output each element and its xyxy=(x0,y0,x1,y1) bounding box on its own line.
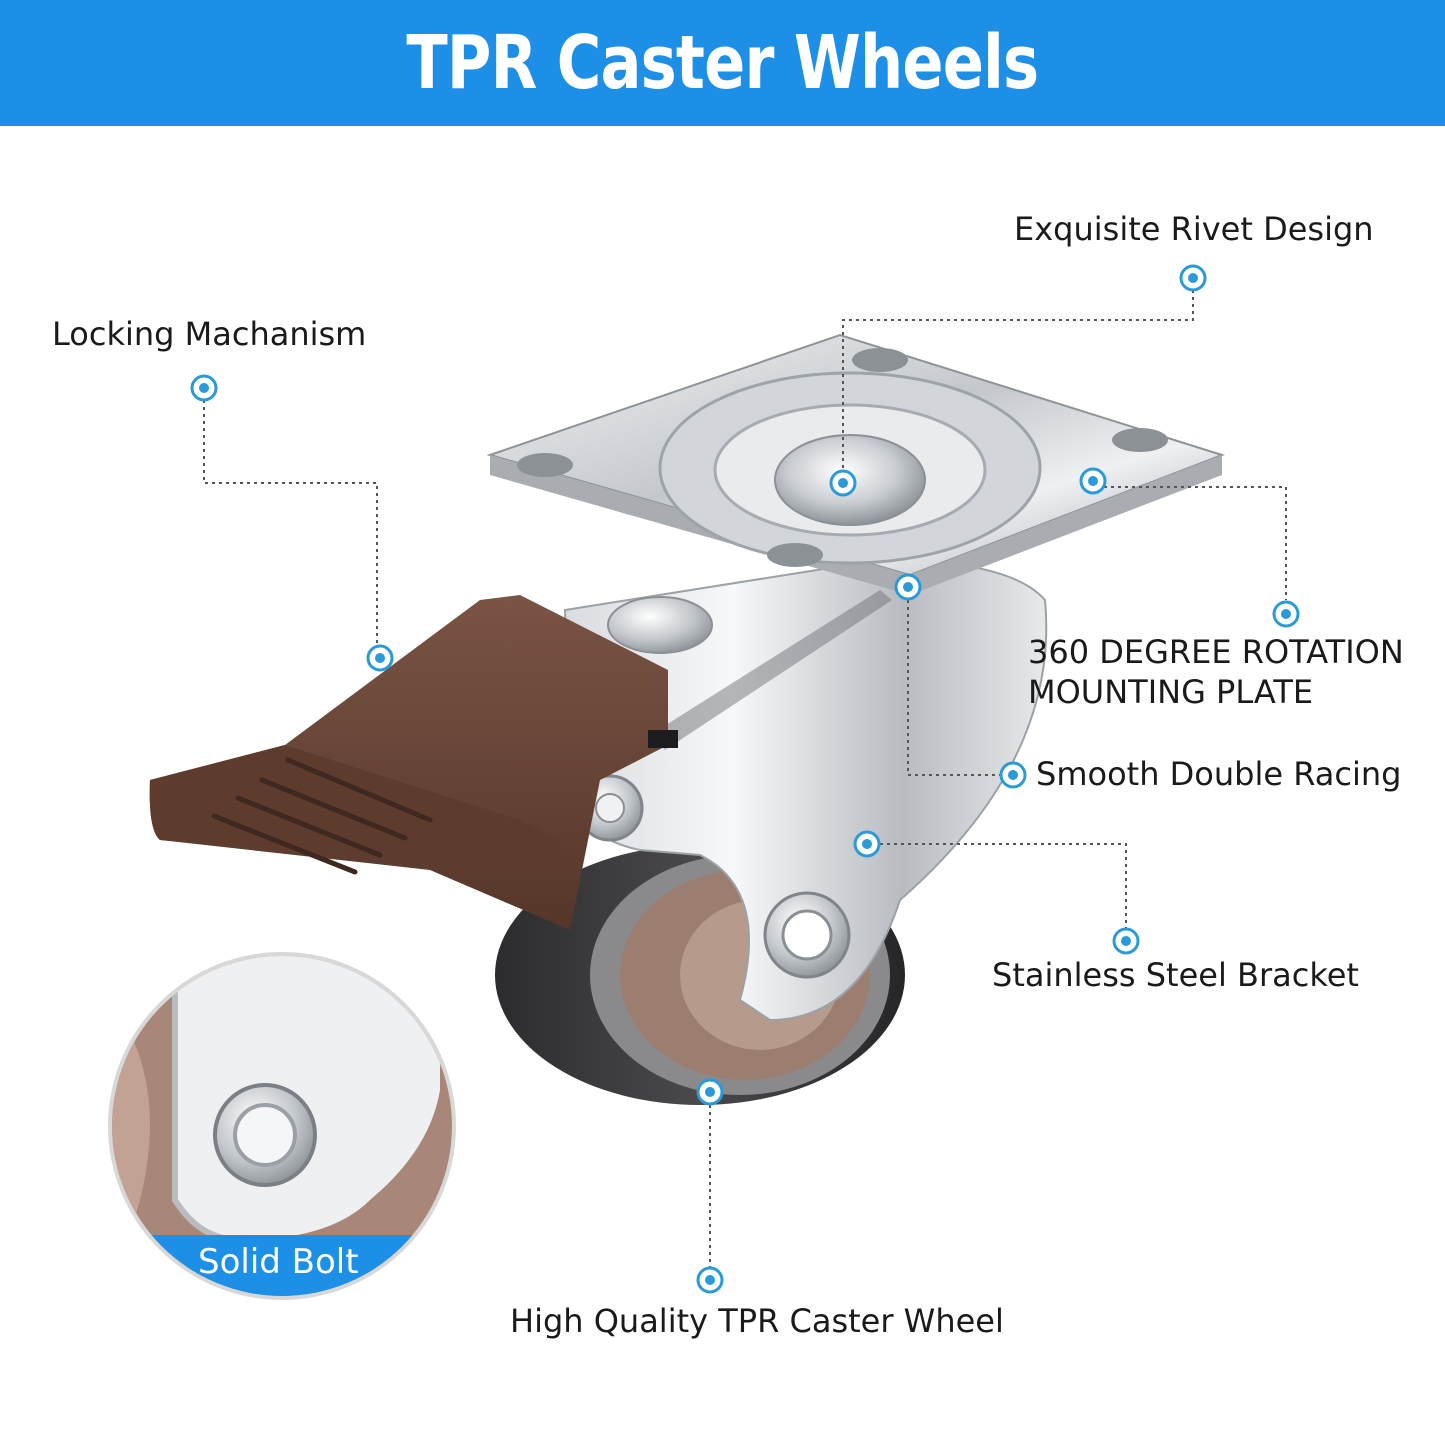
rotation-plate-label: 360 DEGREE ROTATION MOUNTING PLATE xyxy=(1028,632,1404,712)
marker-racing-target xyxy=(894,573,922,601)
rotation-plate-line2: MOUNTING PLATE xyxy=(1028,673,1314,711)
steel-bracket xyxy=(563,558,1048,1022)
marker-locking xyxy=(190,374,218,402)
marker-racing xyxy=(999,761,1027,789)
marker-wheel xyxy=(696,1266,724,1294)
marker-wheel-target xyxy=(696,1078,724,1106)
marker-rivet xyxy=(1179,264,1207,292)
caster-wheel-label: High Quality TPR Caster Wheel xyxy=(510,1302,1004,1340)
marker-rivet-target xyxy=(829,469,857,497)
brake-pedal xyxy=(149,595,678,930)
solid-bolt-badge-label: Solid Bolt xyxy=(198,1242,359,1282)
solid-bolt-inset xyxy=(108,952,456,1300)
locking-mechanism-label: Locking Machanism xyxy=(52,315,367,353)
rotation-plate-line1: 360 DEGREE ROTATION xyxy=(1028,633,1404,671)
mounting-plate xyxy=(486,333,1226,595)
marker-bracket xyxy=(1112,927,1140,955)
callout-leaders xyxy=(203,290,1287,1268)
marker-plate-target xyxy=(1079,467,1107,495)
callout-markers xyxy=(190,264,1300,1294)
double-racing-label: Smooth Double Racing xyxy=(1036,755,1402,793)
steel-bracket-label: Stainless Steel Bracket xyxy=(992,956,1359,994)
marker-bracket-target xyxy=(853,830,881,858)
marker-plate xyxy=(1272,600,1300,628)
page-title: TPR Caster Wheels xyxy=(406,20,1040,106)
rivet-design-label: Exquisite Rivet Design xyxy=(1014,210,1374,248)
title-banner: TPR Caster Wheels xyxy=(0,0,1445,126)
marker-locking-target xyxy=(366,644,394,672)
